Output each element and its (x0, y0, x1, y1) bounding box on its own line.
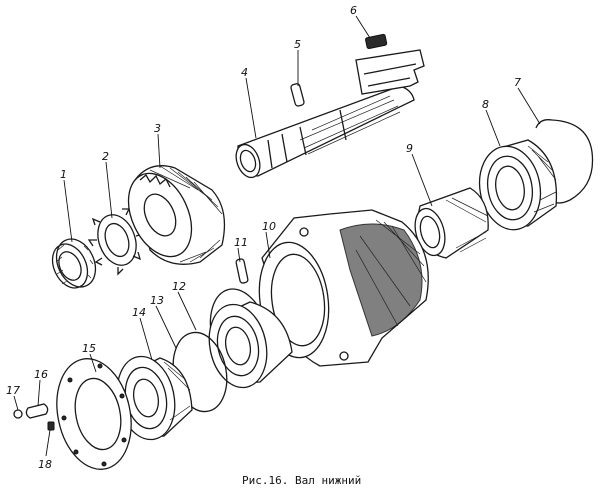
callout-17: 17 (6, 384, 20, 397)
part-1-nut (51, 238, 97, 289)
callout-numbers: 1 2 3 4 5 6 7 8 9 10 11 12 13 14 15 16 1… (6, 4, 521, 471)
callout-7: 7 (514, 76, 521, 89)
callout-6: 6 (350, 4, 357, 17)
part-5-key (290, 83, 305, 107)
callout-4: 4 (241, 66, 248, 79)
part-8-bearing (478, 139, 558, 231)
part-3-bevel-gear (127, 165, 226, 265)
callout-13: 13 (150, 294, 164, 307)
part-17-bolt (13, 409, 23, 419)
part-18-bolt (47, 421, 55, 431)
part-16-lock-plate (25, 403, 49, 419)
callout-18: 18 (38, 458, 52, 471)
callout-15: 15 (82, 342, 96, 355)
part-11-key (235, 258, 249, 284)
callout-8: 8 (482, 98, 489, 111)
callout-11: 11 (234, 236, 248, 249)
callout-2: 2 (102, 150, 109, 163)
part-7-snap-ring (535, 119, 594, 204)
callout-9: 9 (406, 142, 413, 155)
callout-5: 5 (294, 38, 301, 51)
part-bearing-center (208, 301, 293, 389)
figure-caption: Рис.16. Вал нижний (242, 474, 361, 487)
callout-14: 14 (132, 306, 146, 319)
part-15-cover (56, 358, 132, 470)
part-2-tab-washer (87, 208, 145, 276)
callout-10: 10 (262, 220, 276, 233)
part-9-bushing (414, 187, 489, 259)
callout-3: 3 (154, 122, 161, 135)
callout-1: 1 (60, 168, 67, 181)
part-6-key (365, 33, 388, 50)
callout-16: 16 (34, 368, 48, 381)
part-4-shaft (235, 49, 425, 179)
callout-12: 12 (172, 280, 186, 293)
leader-lines (13, 15, 541, 457)
